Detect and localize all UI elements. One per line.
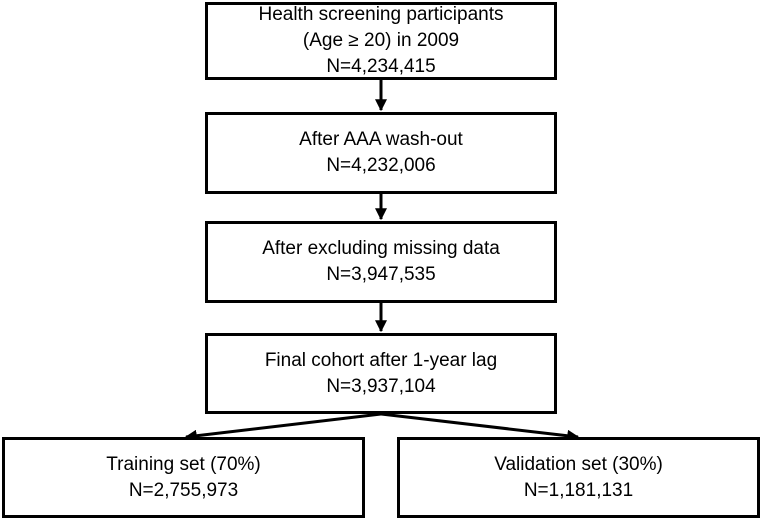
participants-title: Health screening participants [258,4,504,25]
training-set-box: Training set (70%) N=2,755,973 [2,437,365,518]
washout-count: N=4,232,006 [326,155,436,176]
final-cohort-count: N=3,937,104 [326,375,436,397]
washout-title: After AAA wash-out [299,129,463,150]
final-cohort-title: Final cohort after 1-year lag [264,349,498,371]
validation-set-box: Validation set (30%) N=1,181,131 [397,437,760,518]
arrow-final-to-validation [380,412,580,442]
training-set-count: N=2,755,973 [128,479,239,501]
participants-criteria: (Age ≥ 20) in 2009 [302,30,460,51]
validation-set-title: Validation set (30%) [494,453,663,475]
exclude-missing-title: After excluding missing data [262,238,500,259]
final-cohort-box: Final cohort after 1-year lag N=3,937,10… [205,333,557,414]
washout-box: After AAA wash-out N=4,232,006 [205,112,557,194]
training-set-title: Training set (70%) [106,453,261,475]
validation-set-count: N=1,181,131 [523,479,634,501]
arrow-final-to-training [184,412,382,442]
exclude-missing-box: After excluding missing data N=3,947,535 [205,221,557,303]
participants-count: N=4,234,415 [326,56,436,77]
participants-box: Health screening participants (Age ≥ 20)… [205,2,557,80]
exclude-missing-count: N=3,947,535 [326,264,436,285]
